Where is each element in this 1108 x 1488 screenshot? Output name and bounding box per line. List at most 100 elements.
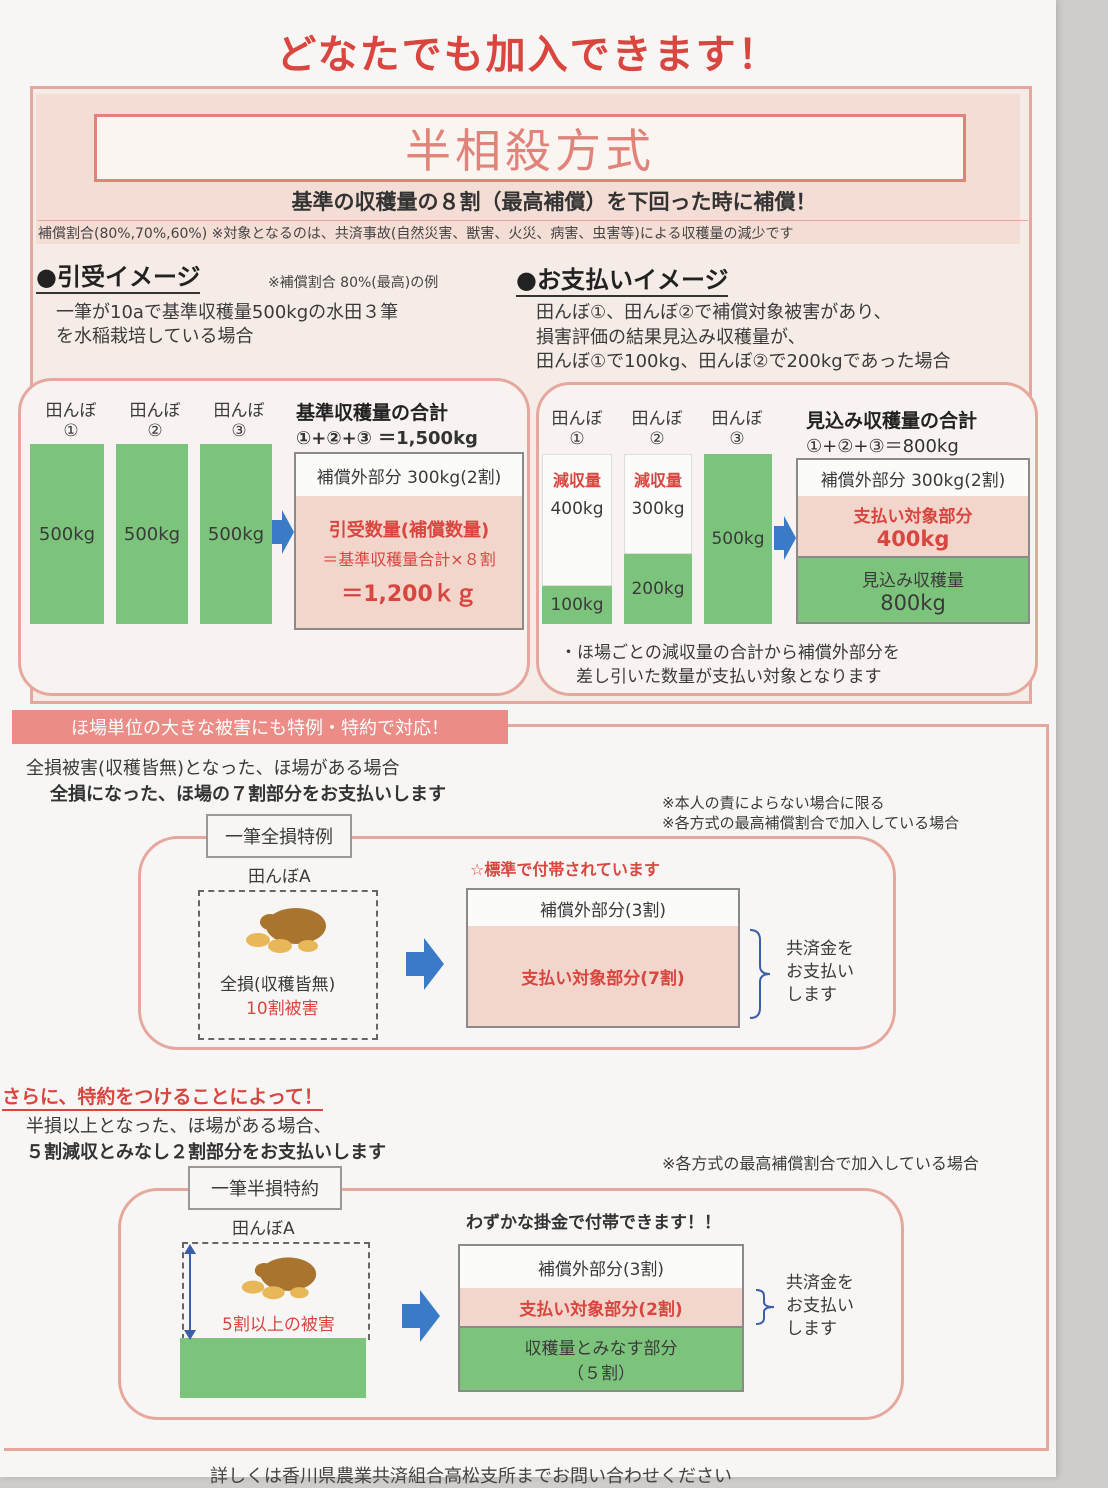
loss-label: 減収量: [552, 471, 601, 490]
payment-heading: ●お支払いイメージ: [516, 260, 729, 297]
side-text-line: します: [786, 985, 837, 1005]
hanson-deemed: 収穫量とみなす部分 （５割）: [458, 1328, 744, 1392]
tab-label: 一筆半損特約: [211, 1179, 319, 1200]
payment-field-2-label: 田んぼ ②: [620, 404, 694, 449]
loss-label: 減収量: [633, 471, 682, 490]
remain-value: 500kg: [711, 529, 765, 549]
deemed-ratio: （５割）: [567, 1364, 635, 1384]
banner-text: ほ場単位の大きな被害にも特例・特約で対応！: [71, 718, 449, 739]
arrow-right-icon: [272, 510, 294, 554]
section3-line1: 半損以上となった、ほ場がある場合、: [26, 1116, 332, 1137]
section2-box: [4, 724, 1049, 1451]
payment-pay-part: 支払い対象部分 400kg: [796, 496, 1030, 558]
hikiuke-example-note: ※補償割合 80%(最高)の例: [268, 275, 439, 291]
hanson-pay: 支払い対象部分(2割): [458, 1288, 744, 1328]
field-value: 500kg: [207, 523, 265, 545]
hikiuke-field-3-bar: 500kg: [200, 444, 272, 624]
hikiuke-total-title: 基準収穫量の合計: [296, 402, 449, 424]
hikiuke-desc-line1: 一筆が10aで基準収穫量500kgの水田３筆: [56, 302, 399, 323]
field-num: ①: [63, 421, 79, 441]
excluded-label: 補償外部分(3割): [537, 1259, 665, 1280]
payment-field-2-remain: 200kg: [624, 554, 692, 624]
covered-value: ＝1,200ｋｇ: [341, 582, 477, 607]
hikiuke-excluded: 補償外部分 300kg(2割): [294, 452, 524, 498]
field-num: ③: [231, 421, 247, 441]
hikiuke-total-formula: ①+②+③ ＝1,500kg: [296, 428, 478, 449]
double-arrow-icon: [184, 1244, 196, 1340]
covered-title: 引受数量(補償数量): [328, 520, 490, 541]
section1-note: 補償割合(80%,70%,60%) ※対象となるのは、共済事故(自然災害、獣害、…: [38, 220, 1028, 243]
excluded-label: 補償外部分 300kg(2割): [316, 467, 502, 488]
headline: どなたでも加入できます！: [276, 32, 780, 78]
payment-total-formula: ①+②+③＝800kg: [806, 436, 959, 457]
loss-value: 300kg: [631, 499, 685, 519]
zenson-pay: 支払い対象部分(7割): [466, 926, 740, 1028]
payment-footnote-line2: 差し引いた数量が支払い対象となります: [576, 667, 882, 687]
field-value: 500kg: [38, 523, 96, 545]
field-num: ②: [649, 429, 665, 449]
zenson-field-box: [198, 890, 378, 1040]
hikiuke-field-1-label: 田んぼ ①: [34, 396, 108, 441]
footer-contact: 詳しくは香川県農業共済組合高松支所までお問い合わせください: [210, 1466, 732, 1487]
deemed-label: 収穫量とみなす部分: [524, 1339, 678, 1359]
excluded-label: 補償外部分 300kg(2割): [820, 470, 1006, 491]
payment-desc-line3: 田んぼ①で100kg、田んぼ②で200kgであった場合: [536, 351, 951, 372]
field-value: 500kg: [123, 523, 181, 545]
hanson-field-green: [180, 1338, 366, 1398]
method-title-box: 半相殺方式: [94, 114, 966, 182]
expected-value: 800kg: [880, 590, 946, 615]
payment-field-1-label: 田んぼ ①: [540, 404, 614, 449]
side-text-line: 共済金を: [786, 939, 854, 959]
remain-value: 100kg: [550, 595, 604, 615]
section1-subtitle: 基準の収穫量の８割（最高補償）を下回った時に補償！: [291, 190, 817, 214]
hanson-field-desc: 5割以上の被害: [222, 1315, 335, 1335]
field-num: ③: [729, 429, 745, 449]
hanson-tab: 一筆半損特約: [188, 1166, 342, 1210]
hanson-side-text: 共済金を お支払い します: [786, 1272, 854, 1341]
payment-field-2-loss: 減収量 300kg: [624, 454, 692, 554]
payment-field-3-label: 田んぼ ③: [700, 404, 774, 449]
method-title: 半相殺方式: [405, 124, 655, 178]
hikiuke-covered: 引受数量(補償数量) ＝基準収穫量合計×８割 ＝1,200ｋｇ: [294, 496, 524, 630]
bracket-icon: [749, 929, 771, 1019]
section3-line2: ５割減収とみなし２割部分をお支払いします: [26, 1142, 386, 1163]
bracket-icon: [755, 1289, 775, 1325]
section2-note1: ※本人の責によらない場合に限る: [662, 794, 885, 812]
field-num: ①: [569, 429, 585, 449]
loss-value: 400kg: [550, 499, 604, 519]
side-text-line: 共済金を: [786, 1273, 854, 1293]
standard-note: ☆標準で付帯されています: [470, 860, 660, 879]
zenson-panel: [138, 836, 896, 1050]
pay-label: 支払い対象部分(2割): [519, 1299, 683, 1320]
payment-total-title: 見込み収穫量の合計: [806, 410, 978, 432]
payment-field-1-loss: 減収量 400kg: [542, 454, 612, 586]
zenson-field-desc1: 全損(収穫皆無): [220, 975, 336, 995]
payment-field-3-remain: 500kg: [704, 454, 772, 624]
section3-note: ※各方式の最高補償割合で加入している場合: [662, 1154, 979, 1173]
hikiuke-desc-line2: を水稲栽培している場合: [56, 326, 254, 347]
payment-expected: 見込み収穫量 800kg: [796, 558, 1030, 624]
hikiuke-field-2-bar: 500kg: [116, 444, 188, 624]
field-label: 田んぼ: [129, 401, 181, 421]
tab-label: 一筆全損特例: [225, 827, 333, 848]
hanson-field-label: 田んぼA: [232, 1219, 295, 1239]
pay-title: 支払い対象部分: [853, 506, 973, 527]
payment-excluded: 補償外部分 300kg(2割): [796, 458, 1030, 498]
zenson-field-label: 田んぼA: [248, 867, 311, 887]
excluded-label: 補償外部分(3割): [539, 900, 667, 921]
hanson-panel: [118, 1188, 904, 1420]
arrow-right-icon: [402, 1290, 440, 1342]
hikiuke-field-3-label: 田んぼ ③: [202, 396, 276, 441]
section2-top-line: [500, 724, 1048, 727]
hanson-field-box: [182, 1242, 370, 1340]
side-text-line: お支払い: [786, 962, 854, 982]
zenson-side-text: 共済金を お支払い します: [786, 938, 854, 1007]
hanson-excluded: 補償外部分(3割): [458, 1244, 744, 1290]
arrow-right-icon: [406, 938, 444, 990]
payment-desc-line1: 田んぼ①、田んぼ②で補償対象被害があり、: [536, 302, 892, 323]
payment-desc-line2: 損害評価の結果見込み収穫量が、: [536, 327, 806, 348]
side-text-line: します: [786, 1319, 837, 1339]
field-label: 田んぼ: [45, 401, 97, 421]
remain-value: 200kg: [631, 579, 685, 599]
payment-field-1-remain: 100kg: [542, 586, 612, 624]
